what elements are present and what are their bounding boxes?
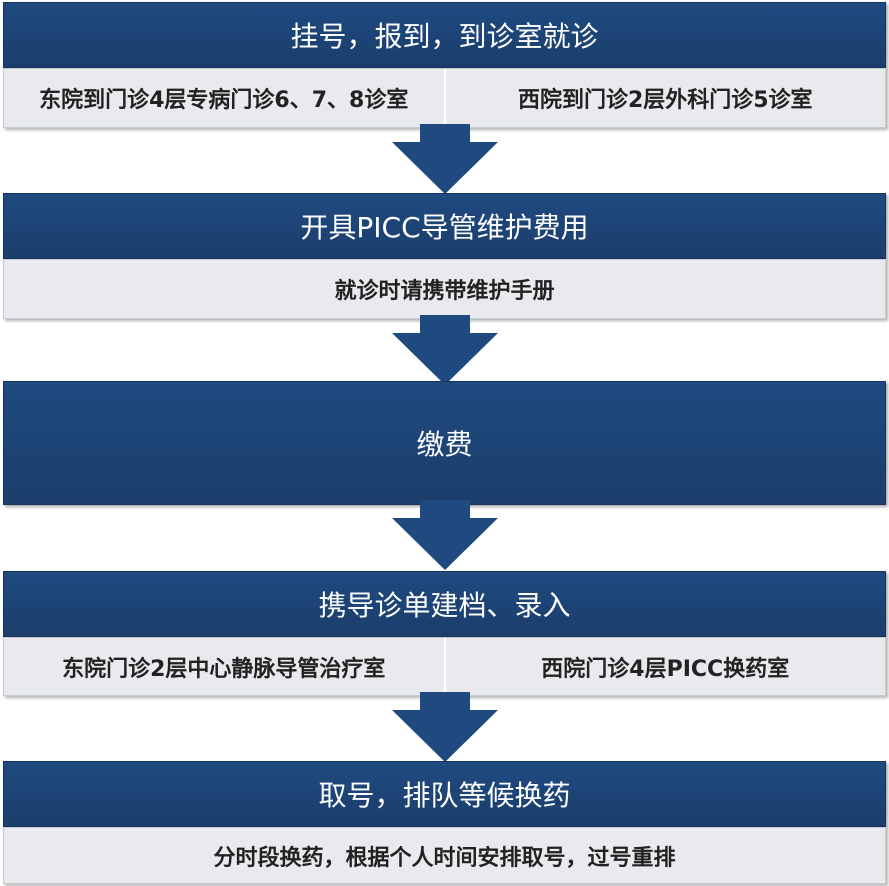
step-5-detail: 分时段换药，根据个人时间安排取号，过号重排 [213,845,676,871]
step-4-header: 携导诊单建档、录入 [3,571,886,637]
arrow-down-icon [392,692,498,762]
step-2-detail: 就诊时请携带维护手册 [334,279,555,304]
step-3-title: 缴费 [416,428,473,461]
arrow-down-icon [392,500,498,570]
arrow-down-icon [392,124,498,194]
step-4-detail-west: 西院门诊4层PICC换药室 [443,638,886,695]
step-3-header: 缴费 [3,381,886,505]
step-2-details: 就诊时请携带维护手册 [3,259,886,319]
step-1-header: 挂号，报到，到诊室就诊 [3,2,886,68]
step-1-title: 挂号，报到，到诊室就诊 [290,20,599,53]
step-5-header: 取号，排队等候换药 [3,761,886,827]
step-4-title: 携导诊单建档、录入 [318,589,571,622]
step-5-title: 取号，排队等候换药 [318,779,571,812]
step-1-detail-east: 东院到门诊4层专病门诊6、7、8诊室 [39,88,409,113]
step-1-detail-west: 西院到门诊2层外科门诊5诊室 [443,69,886,127]
step-2-title: 开具PICC导管维护费用 [300,211,589,244]
step-4-details: 东院门诊2层中心静脉导管治疗室 西院门诊4层PICC换药室 [3,637,886,696]
step-1-details: 东院到门诊4层专病门诊6、7、8诊室 西院到门诊2层外科门诊5诊室 [3,68,886,128]
step-2-header: 开具PICC导管维护费用 [3,193,886,259]
arrow-down-icon [392,315,498,385]
step-4-detail-east: 东院门诊2层中心静脉导管治疗室 [62,656,386,682]
step-5-details: 分时段换药，根据个人时间安排取号，过号重排 [3,827,886,884]
